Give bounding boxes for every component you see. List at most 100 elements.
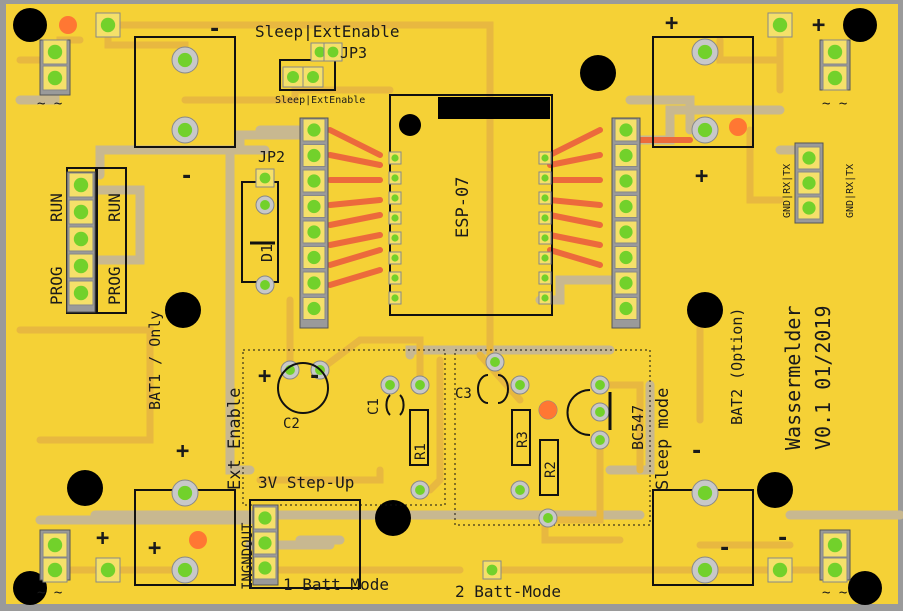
ratsnest-marker xyxy=(729,118,747,136)
pad-drill xyxy=(73,258,89,274)
esp-antenna-block xyxy=(438,97,550,119)
pad-drill xyxy=(486,564,498,576)
esp-fanout-traces xyxy=(327,127,693,288)
mounting-holes xyxy=(13,8,882,605)
pad-drill xyxy=(391,174,399,182)
label-run-left: RUN xyxy=(47,193,66,222)
pad-drill xyxy=(827,44,843,60)
pad-drill xyxy=(827,70,843,86)
pad-drill xyxy=(287,71,299,83)
label-jp2: JP2 xyxy=(258,148,285,166)
pad-drill xyxy=(391,274,399,282)
pad-drill xyxy=(307,250,321,265)
pad-drill xyxy=(697,562,713,578)
pad-drill xyxy=(619,301,633,316)
label-sleep-mode: Sleep mode xyxy=(653,388,673,490)
label-batt2-mode: 2 Batt-Mode xyxy=(455,582,561,601)
polarity-plus-bat-bl: + xyxy=(148,536,161,561)
pad-drill xyxy=(541,294,549,302)
pad-drill xyxy=(73,204,89,220)
pad-drill xyxy=(772,17,788,33)
label-version: V0.1 01/2019 xyxy=(811,306,835,451)
pad-drill xyxy=(307,199,321,214)
label-c3: C3 xyxy=(455,386,472,402)
polarity-plus-bl: + xyxy=(96,526,109,551)
label-wave-bl: ~ ~ xyxy=(37,585,62,601)
pad-drill xyxy=(260,280,270,290)
label-wave-br: ~ ~ xyxy=(822,585,847,601)
pad-drill xyxy=(177,485,193,501)
polarity-minus-bat-br: - xyxy=(718,536,731,561)
pad-drill xyxy=(827,537,843,553)
pad-drill xyxy=(47,562,63,578)
label-d1: D1 xyxy=(258,244,276,262)
pad-drill xyxy=(541,154,549,162)
label-title: Wassermelder xyxy=(781,306,805,451)
label-step-up: 3V Step-Up xyxy=(258,473,354,492)
pad-drill xyxy=(802,151,816,165)
pad-drill xyxy=(541,274,549,282)
pad-drill xyxy=(772,562,788,578)
label-run-right: RUN xyxy=(105,193,124,222)
pad-drill xyxy=(619,123,633,137)
pads xyxy=(42,12,848,584)
label-gnd-rx-tx-a: GND|RX|TX xyxy=(782,164,793,218)
pad-drill xyxy=(490,357,500,367)
pad-drill xyxy=(307,174,321,188)
pad-drill xyxy=(802,201,816,215)
pad-drill xyxy=(515,380,525,390)
pad-drill xyxy=(541,234,549,242)
pad-drill xyxy=(391,234,399,242)
ratsnest-marker xyxy=(189,531,207,549)
label-wave-tr: ~ ~ xyxy=(822,96,847,112)
pad-drill xyxy=(391,294,399,302)
resistors xyxy=(409,409,559,496)
pad-drill xyxy=(515,485,525,495)
label-c2: C2 xyxy=(283,416,300,432)
pad-drill xyxy=(307,148,321,163)
polarity-plus-tr: + xyxy=(665,11,678,36)
pad-drill xyxy=(47,44,63,60)
pad-drill xyxy=(697,485,713,501)
c2-outline xyxy=(277,362,329,414)
dotted-regions xyxy=(242,349,651,526)
pad-drill xyxy=(541,254,549,262)
polarity-minus-tl: - xyxy=(208,17,221,42)
polarity-plus-bat2-top: + xyxy=(695,164,708,189)
pad-drill xyxy=(259,172,271,184)
pad-drill xyxy=(391,194,399,202)
pad-drill xyxy=(177,562,193,578)
pad-drill xyxy=(541,194,549,202)
pad-drill xyxy=(73,231,89,247)
pad-drill xyxy=(177,122,193,138)
pad-drill xyxy=(619,199,633,214)
pad-drill xyxy=(619,148,633,163)
polarity-minus-bat1: - xyxy=(180,164,193,189)
pad-drill xyxy=(391,154,399,162)
bc547-outline xyxy=(566,389,591,436)
pad-drill xyxy=(802,176,816,190)
pad-drill xyxy=(307,225,321,239)
label-gnd-rx-tx-b: GND|RX|TX xyxy=(845,164,856,218)
square-pad xyxy=(68,226,94,252)
polarity-minus-br: - xyxy=(776,526,789,551)
pad-drill xyxy=(47,70,63,86)
pad-drill xyxy=(73,285,89,301)
pad-drill xyxy=(391,254,399,262)
pad-drill xyxy=(260,200,270,210)
pad-drill xyxy=(327,46,339,58)
pad-drill xyxy=(258,511,272,525)
label-wave-tl: ~ ~ xyxy=(37,96,62,112)
label-r2: R2 xyxy=(543,461,559,478)
polarity-minus-c2: - xyxy=(308,364,321,389)
pad-drill xyxy=(541,174,549,182)
pad-drill xyxy=(258,536,272,550)
pad-drill xyxy=(415,380,425,390)
pad-drill xyxy=(541,214,549,222)
label-ext-enable: Ext Enable xyxy=(225,388,245,490)
pad-drill xyxy=(697,122,713,138)
pad-drill xyxy=(73,177,89,193)
label-c1: C1 xyxy=(366,398,382,415)
